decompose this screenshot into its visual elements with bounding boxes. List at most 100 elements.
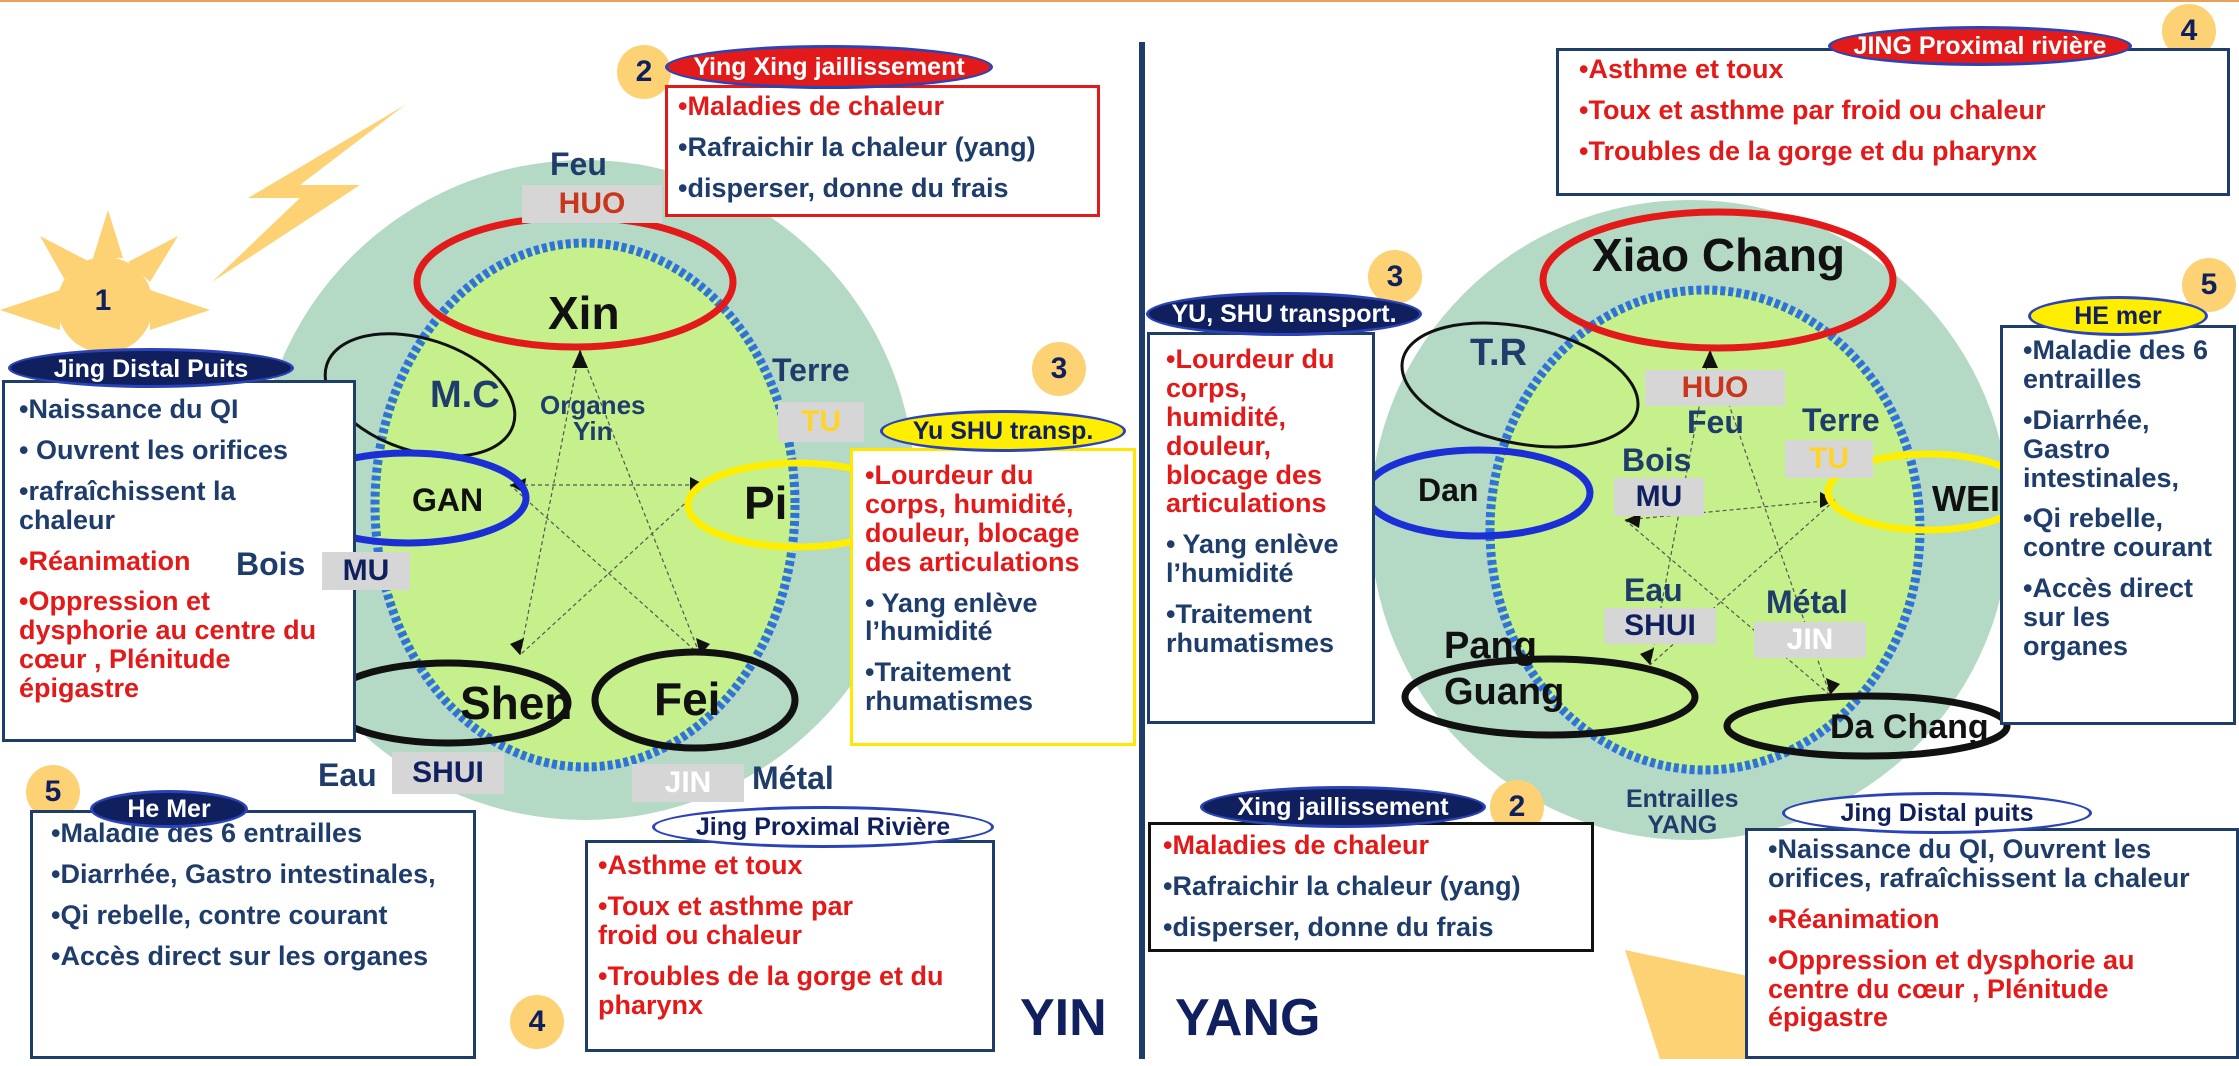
- yang-huo-chip: HUO: [1645, 370, 1785, 406]
- yang-badge-5: 5: [2182, 258, 2236, 312]
- bullet-item: •disperser, donne du frais: [678, 172, 1009, 203]
- bullet-item: •Maladie des 6 entrailles: [51, 818, 363, 848]
- yin-organ-fei: Fei: [654, 673, 721, 725]
- yin-badge-4: 4: [510, 995, 564, 1049]
- bullet-item: •disperser, donne du frais: [1163, 911, 1494, 942]
- yin-inner-disk: [370, 238, 800, 772]
- yang-he-mer-box: •Maladie des 6 entrailles •Diarrhée, Gast…: [2000, 325, 2236, 725]
- yang-xing-box: •Maladies de chaleur•Rafraichir la chale…: [1148, 822, 1594, 952]
- yang-badge-3: 3: [1368, 250, 1422, 304]
- yin-pentagram: [509, 349, 706, 656]
- yang-organ-dan: Dan: [1418, 472, 1479, 508]
- yin-jing-distal-box: •Naissance du QI• Ouvrent les orifices•r…: [2, 380, 356, 742]
- yin-metal-label: Métal: [752, 760, 834, 796]
- bullet-item: •Naissance du QI, Ouvrent les orifices, …: [1768, 834, 2190, 893]
- bullet-item: •Troubles de la gorge et du pharynx: [1579, 135, 2038, 166]
- yin-shui-chip: SHUI: [392, 752, 504, 794]
- yin-jin-chip: JIN: [632, 764, 744, 802]
- yang-bois-label: Bois: [1622, 442, 1692, 478]
- yin-jing-proximal-title: Jing Proximal Rivière: [652, 806, 994, 848]
- yin-terre-label: Terre: [772, 352, 850, 388]
- yang-jing-proximal-items: •Asthme et toux •Toux et asthme par froid…: [1579, 55, 2207, 166]
- bullet-item: •Oppression et dysphorie au centre du cœ…: [19, 586, 317, 703]
- bullet-item: •Asthme et toux: [598, 850, 803, 880]
- yin-badge-2: 2: [617, 45, 671, 99]
- yin-jing-distal-title: Jing Distal Puits: [8, 348, 294, 388]
- bullet-item: •Réanimation: [19, 545, 191, 576]
- yin-feu-label: Feu: [550, 146, 607, 182]
- bullet-item: •Asthme et toux: [1579, 54, 1784, 84]
- bullet-item: •Traitement rhumatismes: [865, 657, 1034, 717]
- yang-organ-wei: WEI: [1932, 478, 2000, 519]
- yin-eau-label: Eau: [318, 757, 377, 793]
- yin-badge-3: 3: [1032, 342, 1086, 396]
- yang-eau-label: Eau: [1624, 572, 1683, 608]
- yin-organ-shen: Shen: [460, 677, 573, 729]
- yang-jin-chip: JIN: [1754, 622, 1866, 658]
- yin-center-label: Organes Yin: [540, 390, 646, 446]
- bullet-item: •Accès direct sur les organes: [51, 940, 429, 971]
- bullet-item: •Oppression et dysphorie au centre du cœ…: [1768, 944, 2135, 1033]
- yin-organ-mc: M.C: [430, 374, 500, 416]
- yin-jing-proximal-box: •Asthme et toux •Toux et asthme par froid…: [585, 840, 995, 1052]
- yin-ying-xing-items: •Maladies de chaleur •Rafraichir la chale…: [678, 92, 1087, 203]
- yang-jing-distal-box: •Naissance du QI, Ouvrent les orifices, …: [1745, 828, 2239, 1059]
- yin-he-mer-box: •Maladie des 6 entrailles•Diarrhée, Gast…: [30, 810, 476, 1059]
- bullet-item: •Diarrhée, Gastro intestinales,: [2023, 404, 2180, 493]
- yang-tu-chip: TU: [1785, 440, 1873, 478]
- bullet-item: •Toux et asthme par froid ou chaleur: [1579, 94, 2046, 125]
- yin-yu-shu-items: •Lourdeur du corps, humidité, douleur, b…: [865, 461, 1121, 716]
- yin-organ-pi: Pi: [744, 477, 788, 529]
- bullet-item: •Accès direct sur les organes: [2023, 573, 2194, 661]
- yang-feu-label: Feu: [1687, 404, 1744, 440]
- bullet-item: •Maladies de chaleur: [678, 91, 945, 121]
- bullet-item: • Yang enlève l’humidité: [865, 587, 1038, 647]
- bullet-item: •Rafraichir la chaleur (yang): [1163, 870, 1521, 901]
- yang-he-mer-items: •Maladie des 6 entrailles •Diarrhée, Gast…: [2023, 336, 2213, 661]
- yang-terre-label: Terre: [1802, 402, 1880, 438]
- yang-title: YANG: [1175, 989, 1321, 1047]
- yang-shui-chip: SHUI: [1604, 608, 1716, 644]
- yin-tu-chip: TU: [778, 402, 864, 442]
- yang-metal-label: Métal: [1766, 584, 1848, 620]
- yang-organ-xiao-chang: Xiao Chang: [1592, 229, 1846, 281]
- yang-organ-pang-guang: Pang Guang: [1444, 625, 1565, 713]
- yin-title: YIN: [1020, 989, 1107, 1047]
- yang-jing-distal-title: Jing Distal puits: [1782, 792, 2092, 834]
- yang-organ-da-chang: Da Chang: [1830, 708, 1989, 746]
- bullet-item: •Traitement rhumatismes: [1166, 599, 1335, 658]
- bullet-item: • Yang enlève l’humidité: [1166, 529, 1339, 589]
- yin-huo-chip: HUO: [522, 185, 662, 223]
- yin-lightning-icon: [212, 105, 405, 282]
- yin-he-mer-items: •Maladie des 6 entrailles•Diarrhée, Gast…: [51, 819, 455, 971]
- yin-organ-gan: GAN: [412, 482, 484, 518]
- yin-badge-1: 1: [76, 274, 130, 328]
- yang-jing-proximal-box: •Asthme et toux •Toux et asthme par froid…: [1556, 48, 2230, 196]
- bullet-item: •Troubles de la gorge et du pharynx: [598, 960, 944, 1020]
- yin-jing-distal-items: •Naissance du QI• Ouvrent les orifices•r…: [19, 395, 339, 703]
- yin-ying-xing-title: Ying Xing jaillissement: [665, 45, 993, 89]
- bullet-item: •Maladie des 6 entrailles: [2023, 335, 2209, 394]
- yin-yu-shu-title: Yu SHU transp.: [880, 410, 1126, 452]
- yang-organ-tr: T.R: [1470, 332, 1527, 374]
- bullet-item: •Lourdeur du corps, humidité, douleur, b…: [865, 460, 1080, 577]
- yin-jing-proximal-items: •Asthme et toux •Toux et asthme par froid…: [598, 851, 982, 1019]
- bullet-item: •Naissance du QI: [19, 394, 239, 424]
- yang-jing-proximal-title: JING Proximal rivière: [1828, 26, 2132, 66]
- yang-yu-shu-items: •Lourdeur du corps, humidité, douleur, b…: [1166, 345, 1356, 658]
- yin-he-mer-title: He Mer: [90, 790, 248, 828]
- yang-yu-shu-box: •Lourdeur du corps, humidité, douleur, b…: [1147, 332, 1375, 724]
- yang-yu-shu-title: YU, SHU transport.: [1146, 292, 1422, 336]
- bullet-item: •Toux et asthme par froid ou chaleur: [598, 890, 854, 950]
- bullet-item: •Réanimation: [1768, 903, 1940, 934]
- bullet-item: •Qi rebelle, contre courant: [2023, 503, 2213, 563]
- bullet-item: •Rafraichir la chaleur (yang): [678, 131, 1036, 162]
- yang-mu-chip: MU: [1614, 478, 1704, 516]
- yang-xing-items: •Maladies de chaleur•Rafraichir la chale…: [1163, 831, 1579, 942]
- bullet-item: •Qi rebelle, contre courant: [51, 899, 388, 930]
- yin-organ-xin: Xin: [548, 287, 620, 339]
- yang-center-label: Entrailles YANG: [1626, 785, 1739, 840]
- bullet-item: • Ouvrent les orifices: [19, 434, 289, 465]
- bullet-item: •Lourdeur du corps, humidité, douleur, b…: [1166, 344, 1335, 519]
- yang-he-mer-title: HE mer: [2028, 296, 2208, 336]
